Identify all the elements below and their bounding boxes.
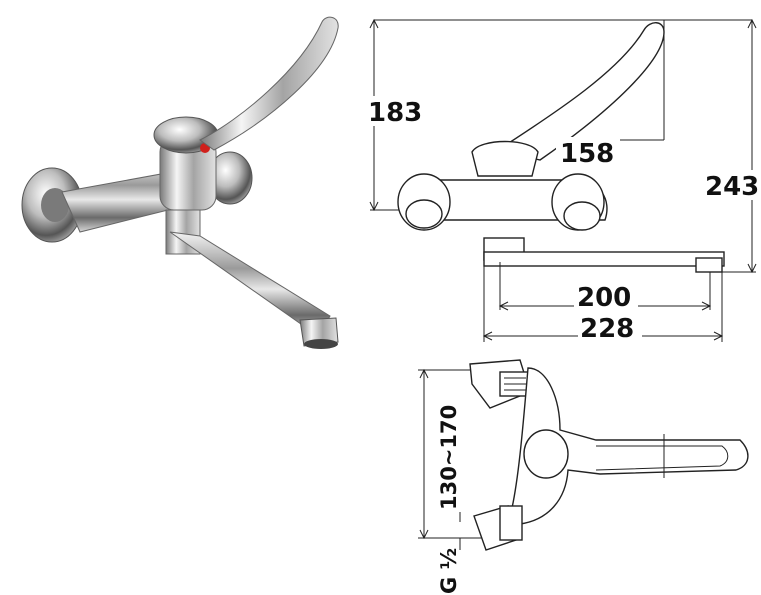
front-elevation-drawing: 183 158 243 200 228 [368, 18, 759, 344]
mixer-tap-photo-icon [21, 16, 339, 349]
dimension-243: 243 [705, 172, 759, 202]
dimension-200: 200 [577, 283, 631, 313]
dimension-183: 183 [368, 98, 422, 128]
dimension-228: 228 [580, 314, 634, 344]
thread-size-label: G ½ [437, 548, 461, 594]
side-view-drawing: 130~170 G ½ [418, 359, 749, 595]
dimension-158: 158 [560, 139, 614, 169]
dimension-130-170: 130~170 [437, 405, 461, 510]
